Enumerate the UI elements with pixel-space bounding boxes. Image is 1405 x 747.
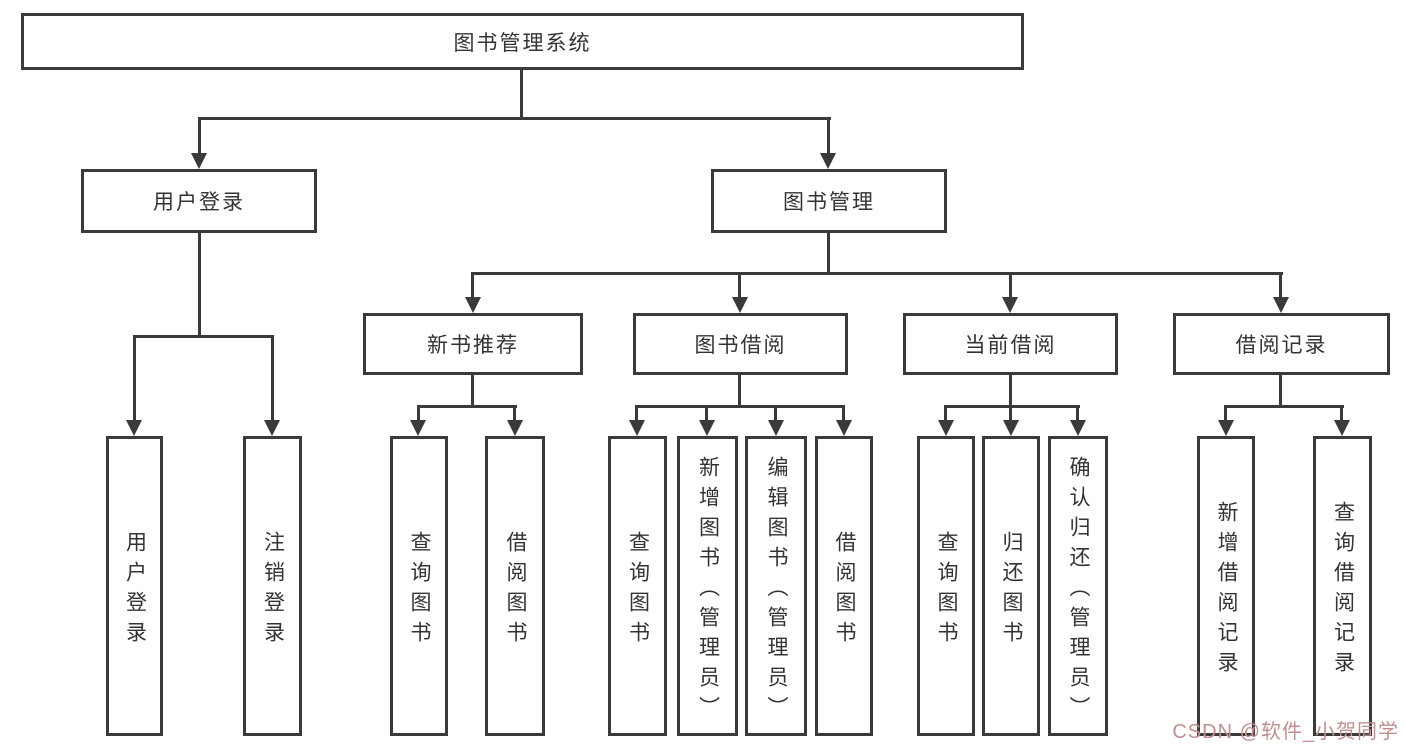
connector-vline [827,233,830,275]
arrowhead-icon [264,420,280,436]
connector-vline [1009,405,1012,420]
arrowhead-icon [126,420,142,436]
node-label: 用户登录 [123,530,147,651]
connector-hline [133,335,274,338]
leaf-borrow-books: 借阅图书 [815,436,873,736]
connector-vline [417,405,420,420]
leaf-query-books-borrow: 查询图书 [608,436,667,736]
leaf-borrow-books-recommend: 借阅图书 [485,436,545,736]
node-label: 新增图书（管理员） [696,455,720,726]
node-book-borrow: 图书借阅 [633,313,848,375]
connector-vline [1009,375,1012,408]
leaf-edit-books-admin: 编辑图书（管理员） [745,436,807,736]
arrowhead-icon [1002,297,1018,313]
leaf-query-books-current: 查询图书 [917,436,975,736]
node-label: 查询图书 [408,530,431,651]
leaf-add-borrow-record: 新增借阅记录 [1197,436,1255,736]
arrowhead-icon [1334,420,1350,436]
arrowhead-icon [836,420,852,436]
leaf-return-books: 归还图书 [982,436,1040,736]
connector-vline [271,335,274,420]
connector-vline [513,405,516,420]
arrowhead-icon [820,153,836,169]
connector-hline [635,405,844,408]
connector-hline [417,405,517,408]
node-new-book-recommend: 新书推荐 [363,313,583,375]
arrowhead-icon [465,297,481,313]
connector-vline [705,405,708,420]
arrowhead-icon [732,297,748,313]
arrowhead-icon [191,153,207,169]
node-user-login: 用户登录 [81,169,317,233]
connector-vline [198,117,201,153]
arrowhead-icon [507,420,523,436]
arrowhead-icon [1070,420,1086,436]
connector-hline [1224,405,1344,408]
leaf-query-books-recommend: 查询图书 [390,436,448,736]
connector-vline [842,405,845,420]
watermark: CSDN @软件_小贺同学 [1172,721,1399,743]
connector-vline [1224,405,1227,420]
arrowhead-icon [938,420,954,436]
node-label: 注销登录 [261,530,285,651]
connector-vline [738,375,741,408]
node-label: 新增借阅记录 [1215,500,1238,681]
connector-vline [471,375,474,408]
node-label: 新书推荐 [427,334,519,357]
connector-vline [1340,405,1343,420]
connector-vline [774,405,777,420]
arrowhead-icon [768,420,784,436]
node-label: 用户登录 [153,191,245,214]
arrowhead-icon [629,420,645,436]
node-label: 当前借阅 [964,334,1057,357]
leaf-query-borrow-record: 查询借阅记录 [1313,436,1372,736]
connector-vline [635,405,638,420]
node-label: 借阅图书 [833,530,856,651]
node-current-borrow: 当前借阅 [903,313,1118,375]
node-label: 编辑图书（管理员） [765,455,788,726]
connector-vline [520,70,523,118]
connector-vline [198,233,201,337]
connector-vline [471,272,474,297]
node-label: 图书管理 [783,191,875,214]
connector-vline [133,335,136,420]
connector-hline [198,117,831,120]
node-borrow-records: 借阅记录 [1173,313,1390,375]
leaf-logout: 注销登录 [243,436,302,736]
arrowhead-icon [1003,420,1019,436]
node-label: 查询图书 [935,530,958,651]
node-label: 确认归还（管理员） [1067,455,1090,726]
node-label: 图书借阅 [694,334,787,357]
leaf-confirm-return-admin: 确认归还（管理员） [1048,436,1108,736]
connector-vline [1009,272,1012,297]
connector-vline [1076,405,1079,420]
arrowhead-icon [410,420,426,436]
leaf-add-books-admin: 新增图书（管理员） [677,436,738,736]
arrowhead-icon [699,420,715,436]
connector-vline [944,405,947,420]
node-label: 归还图书 [1000,530,1023,651]
arrowhead-icon [1218,420,1234,436]
connector-hline [471,272,1283,275]
node-root: 图书管理系统 [21,13,1024,70]
node-book-management: 图书管理 [711,169,947,233]
node-label: 查询图书 [626,530,650,651]
connector-hline [944,405,1080,408]
node-label: 查询借阅记录 [1331,500,1355,681]
node-label: 图书管理系统 [453,31,592,55]
node-label: 借阅图书 [504,530,527,651]
connector-vline [827,117,830,153]
connector-vline [738,272,741,297]
node-label: 借阅记录 [1235,334,1328,357]
connector-vline [1279,375,1282,408]
connector-vline [1279,272,1282,297]
leaf-user-login: 用户登录 [106,436,163,736]
arrowhead-icon [1273,297,1289,313]
